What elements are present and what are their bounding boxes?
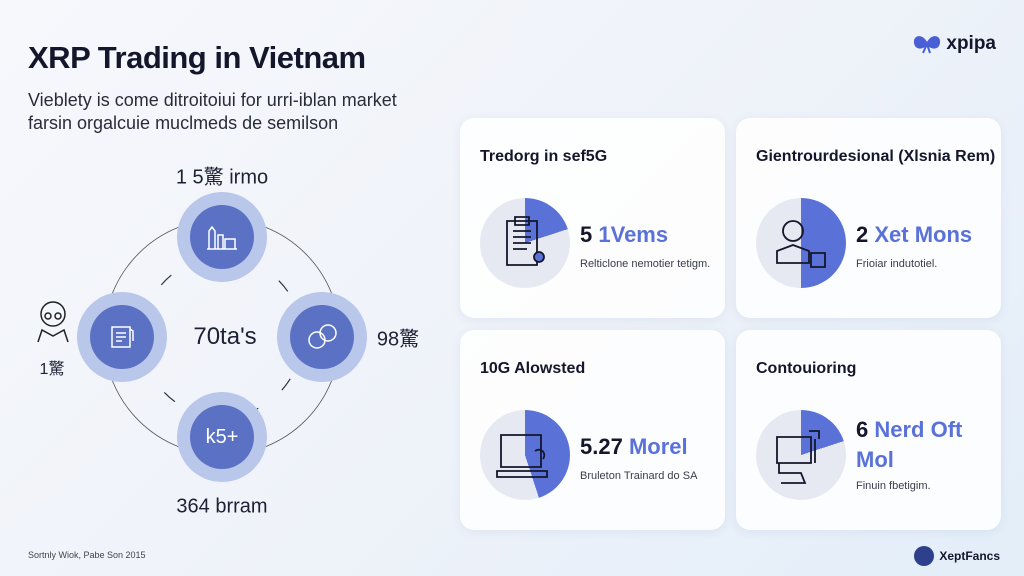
node-right [277, 292, 367, 382]
diagram-right-label: 98驚 [376, 328, 420, 351]
diagram-center-label: 70ta's [193, 323, 257, 350]
bottom-node-text: k5+ [190, 405, 254, 469]
brand-badge-icon [914, 546, 935, 566]
monitor-icon [776, 430, 820, 484]
card-value: 2 Xet Mons [856, 220, 972, 250]
subtitle-line-1: Vieblety is come ditroitoiui for urri-ib… [28, 90, 397, 110]
card-title: Gientrourdesional (Xlsnia Rem) [756, 148, 996, 165]
card-value-number: 2 [856, 222, 869, 247]
user-icon [776, 220, 826, 268]
clipboard-icon [506, 216, 545, 266]
card-description: Bruleton Trainard do SA [580, 470, 698, 482]
butterfly-logo-icon [914, 36, 941, 54]
card-description: Frioiar indutotiel. [856, 258, 938, 270]
card-description: Relticlone nemotier tetigm. [580, 258, 711, 270]
footer-brand: XeptFancs [914, 546, 1000, 566]
logo-text: xpipa [946, 33, 996, 54]
card-title: Tredorg in sef5G [480, 148, 608, 165]
diagram-bottom-label: 364 brram [176, 495, 268, 518]
card-pie [480, 198, 570, 288]
card-value-number: 6 [856, 417, 869, 442]
stat-card-2: Gientrourdesional (Xlsnia Rem) 2 Xet Mon… [736, 118, 1001, 318]
card-description: Finuin fbetigim. [856, 480, 931, 492]
node-left [77, 292, 167, 382]
card-value: 5 1Vems [580, 220, 668, 250]
card-title: Contouioring [756, 360, 857, 377]
node-top [177, 192, 267, 282]
stat-card-1: Tredorg in sef5G 5 1Vems Relticlone nemo… [460, 118, 725, 318]
subtitle-line-2: farsin orgalcuie muclmeds de semilson [28, 113, 339, 133]
diagram-left-label: 1驚 [39, 361, 65, 378]
card-value-number: 5.27 [580, 434, 623, 459]
page-title: XRP Trading in Vietnam [28, 40, 366, 75]
person-icon [37, 301, 69, 343]
card-value-text: 1Vems [598, 222, 669, 247]
diagram-top-label: 1 5驚 irmo [175, 166, 269, 189]
card-value-text: Xet Mons [874, 222, 973, 247]
building-chart-icon [207, 225, 237, 250]
card-value-number: 5 [580, 222, 593, 247]
cycle-connectors [103, 218, 341, 456]
card-pie [480, 410, 570, 500]
card-pie [756, 198, 846, 288]
brand-logo: xpipa [912, 32, 996, 56]
card-pie [756, 410, 846, 500]
node-bottom: k5+ [177, 392, 267, 482]
footer-credit: Sortnly Wiok, Pabe Son 2015 [28, 550, 146, 560]
laptop-icon [496, 434, 548, 478]
card-value: 5.27 Morel [580, 432, 688, 462]
stat-card-4: Contouioring 6 Nerd Oft Mol Finuin fbeti… [736, 330, 1001, 530]
brand-text: XeptFancs [939, 549, 1000, 563]
card-value-text: Morel [628, 434, 688, 459]
stat-card-3: 10G Alowsted 5.27 Morel Bruleton Trainar… [460, 330, 725, 530]
people-icon [308, 324, 337, 349]
card-title: 10G Alowsted [480, 360, 586, 377]
card-value: 6 Nerd Oft Mol [856, 415, 976, 475]
document-icon [111, 326, 134, 348]
card-value-text: Nerd Oft Mol [856, 417, 963, 472]
